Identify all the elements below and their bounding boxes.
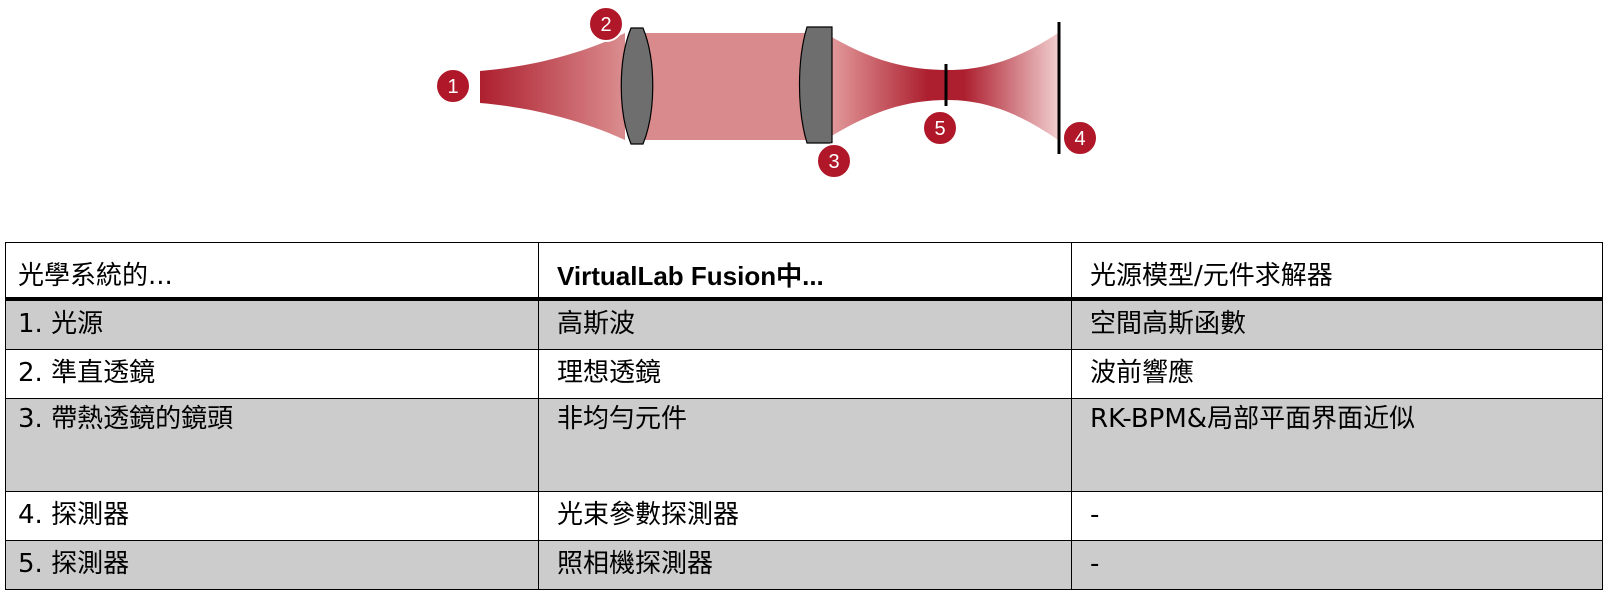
cell-system-element: 2. 準直透鏡	[5, 349, 539, 399]
collimating-lens	[620, 27, 654, 145]
thermal-lens	[798, 26, 833, 144]
cell-system-element: 4. 探測器	[5, 491, 539, 541]
marker-1: 1	[435, 68, 471, 104]
marker-5-label: 5	[934, 118, 945, 140]
optical-system-diagram: 1 2 3 4 5	[435, 6, 1098, 179]
cell-virtuallab-element: 光束參數探測器	[538, 491, 1072, 541]
system-mapping-table: 光學系統的... VirtualLab Fusion中... 光源模型/元件求解…	[5, 242, 1603, 590]
marker-2: 2	[588, 6, 624, 42]
marker-2-label: 2	[600, 14, 611, 36]
collimated-beam	[640, 33, 810, 140]
table-header-row: 光學系統的... VirtualLab Fusion中... 光源模型/元件求解…	[5, 242, 1603, 301]
marker-4: 4	[1062, 120, 1098, 156]
cell-system-element: 3. 帶熱透鏡的鏡頭	[5, 398, 539, 492]
marker-1-label: 1	[447, 76, 458, 98]
cell-solver: RK-BPM&局部平面界面近似	[1071, 398, 1603, 492]
header-solver: 光源模型/元件求解器	[1071, 242, 1603, 301]
table-row: 3. 帶熱透鏡的鏡頭 非均勻元件 RK-BPM&局部平面界面近似	[5, 398, 1603, 492]
table-row: 1. 光源 高斯波 空間高斯函數	[5, 298, 1603, 350]
marker-4-label: 4	[1074, 128, 1085, 150]
cell-virtuallab-element: 理想透鏡	[538, 349, 1072, 399]
cell-system-element: 1. 光源	[5, 298, 539, 350]
cell-virtuallab-element: 高斯波	[538, 298, 1072, 350]
marker-3-label: 3	[828, 151, 839, 173]
header-virtuallab: VirtualLab Fusion中...	[538, 242, 1072, 301]
marker-3: 3	[816, 143, 852, 179]
cell-virtuallab-element: 非均勻元件	[538, 398, 1072, 492]
cell-system-element: 5. 探測器	[5, 540, 539, 590]
header-optical-system: 光學系統的...	[5, 242, 539, 301]
cell-solver: 波前響應	[1071, 349, 1603, 399]
input-beam	[480, 33, 625, 140]
cell-solver: 空間高斯函數	[1071, 298, 1603, 350]
focused-beam	[825, 33, 1058, 140]
table-row: 5. 探測器 照相機探測器 -	[5, 540, 1603, 590]
table-row: 4. 探測器 光束參數探測器 -	[5, 491, 1603, 541]
table-row: 2. 準直透鏡 理想透鏡 波前響應	[5, 349, 1603, 399]
cell-virtuallab-element: 照相機探測器	[538, 540, 1072, 590]
marker-5: 5	[922, 110, 958, 146]
cell-solver: -	[1071, 540, 1603, 590]
cell-solver: -	[1071, 491, 1603, 541]
